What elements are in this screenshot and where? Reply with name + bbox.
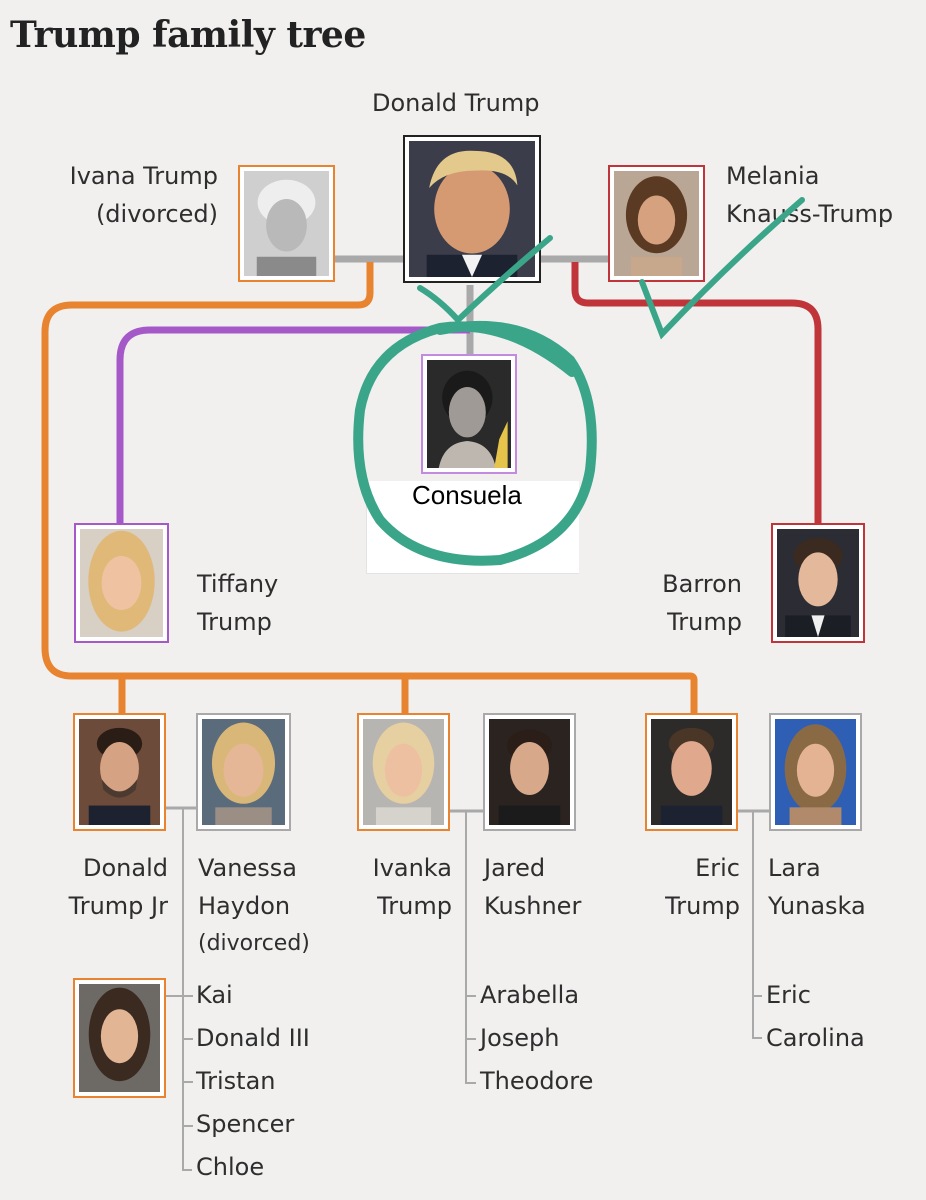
jr-child-1: Kai <box>196 981 233 1009</box>
vanessa-last-name: Haydon <box>198 892 291 920</box>
donald-trump-photo <box>403 135 541 283</box>
ivanka-child-3: Theodore <box>480 1067 594 1095</box>
jared-last-name: Kushner <box>484 892 582 920</box>
jr-child-4: Spencer <box>196 1110 295 1138</box>
tiffany-photo <box>74 523 169 643</box>
circle-annotation <box>353 320 597 566</box>
donald-jr-last-name: Trump Jr <box>68 892 168 920</box>
kai-photo <box>73 978 166 1098</box>
barron-photo <box>771 523 865 643</box>
donald-jr-photo <box>73 713 166 831</box>
tiffany-branch-line <box>116 326 470 525</box>
eric-first-name: Eric <box>695 854 740 882</box>
eric-children-bracket <box>752 811 762 1039</box>
donald-jr-first-name: Donald <box>83 854 168 882</box>
eric-last-name: Trump <box>665 892 740 920</box>
checkmark-annotation <box>417 235 553 325</box>
ivana-note: (divorced) <box>95 200 218 228</box>
page-title: Trump family tree <box>10 14 366 56</box>
jr-children-bracket <box>182 808 192 1171</box>
ivanka-first-name: Ivanka <box>372 854 452 882</box>
barron-last-name: Trump <box>667 608 742 636</box>
checkmark-annotation-2 <box>639 197 805 340</box>
lara-first-name: Lara <box>768 854 821 882</box>
jared-first-name: Jared <box>484 854 546 882</box>
eric-child-2: Carolina <box>766 1024 865 1052</box>
jr-child-3: Tristan <box>196 1067 276 1095</box>
jr-child-2: Donald III <box>196 1024 310 1052</box>
vanessa-first-name: Vanessa <box>198 854 297 882</box>
ivanka-children-bracket <box>465 811 476 1084</box>
lara-photo <box>769 713 862 831</box>
melania-name: Melania <box>726 162 820 190</box>
eric-photo <box>645 713 738 831</box>
ivana-branch-line <box>41 262 698 713</box>
ivanka-child-2: Joseph <box>480 1024 560 1052</box>
jared-photo <box>483 713 576 831</box>
melania-photo <box>608 165 705 282</box>
consuela-photo <box>421 354 517 474</box>
melania-surname: Knauss-Trump <box>726 200 894 228</box>
ivanka-last-name: Trump <box>377 892 452 920</box>
ivanka-photo <box>357 713 450 831</box>
lara-last-name: Yunaska <box>768 892 866 920</box>
eric-child-1: Eric <box>766 981 811 1009</box>
vanessa-photo <box>196 713 291 831</box>
barron-first-name: Barron <box>662 570 742 598</box>
vanessa-note: (divorced) <box>198 931 310 956</box>
tiffany-first-name: Tiffany <box>197 570 279 598</box>
ivana-trump-photo <box>238 165 335 282</box>
ivana-name: Ivana Trump <box>69 162 218 190</box>
tiffany-last-name: Trump <box>197 608 272 636</box>
ivanka-child-1: Arabella <box>480 981 580 1009</box>
jr-child-5: Chloe <box>196 1153 265 1181</box>
consuela-name: Consuela <box>412 480 522 510</box>
donald-trump-name: Donald Trump <box>372 89 540 117</box>
